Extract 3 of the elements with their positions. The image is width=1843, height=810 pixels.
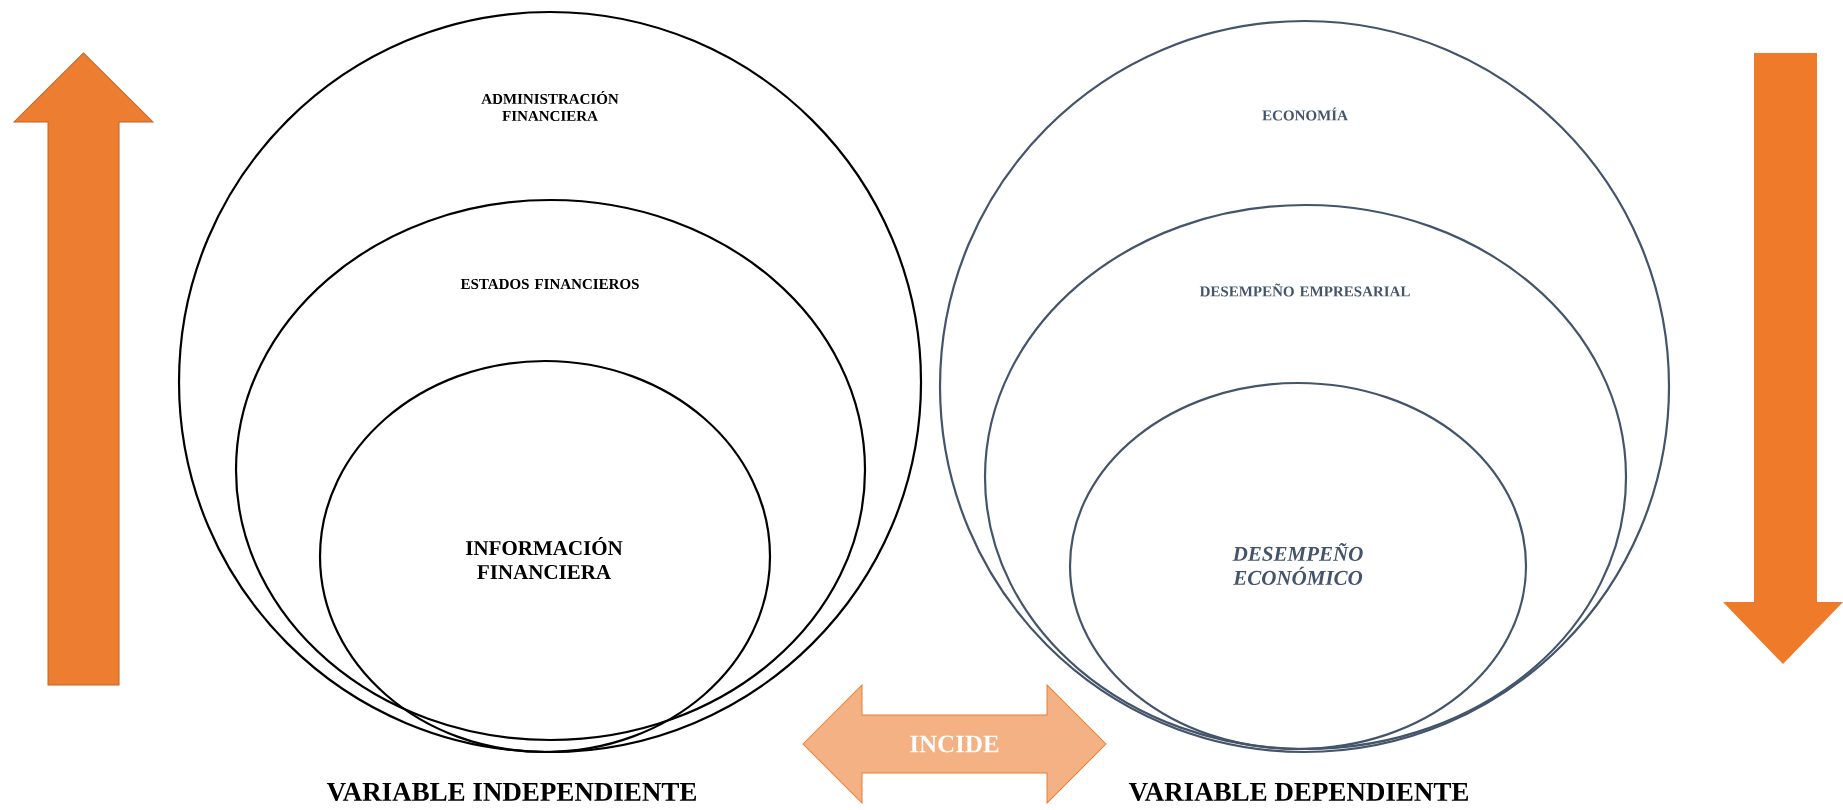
double-arrow <box>802 684 1107 804</box>
variable-label: VARIABLE DEPENDIENTE <box>1128 782 1468 802</box>
variable-label: VARIABLE INDEPENDIENTE <box>326 782 696 802</box>
